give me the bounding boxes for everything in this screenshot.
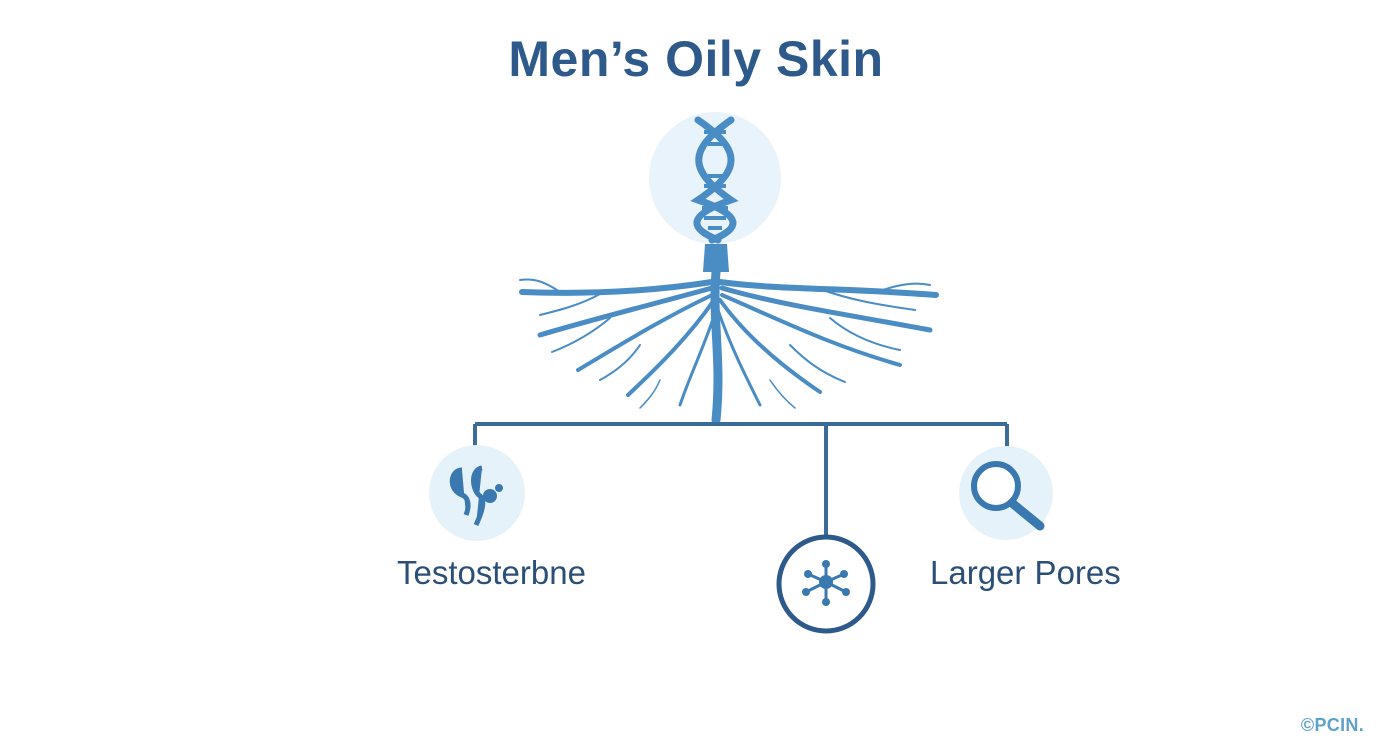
diagram-title: Men’s Oily Skin [508, 31, 884, 87]
node-label-pores: Larger Pores [930, 554, 1121, 591]
magnifier-icon [959, 446, 1053, 540]
connector-lines [473, 422, 1009, 538]
root-system-icon [519, 244, 939, 425]
node-label-testosterone: Testosterbne [397, 554, 586, 591]
dna-helix-icon [649, 112, 781, 244]
hormone-droplets-icon [429, 445, 525, 541]
molecule-network-icon [776, 534, 876, 634]
watermark: ©PCIN. [1300, 715, 1364, 735]
